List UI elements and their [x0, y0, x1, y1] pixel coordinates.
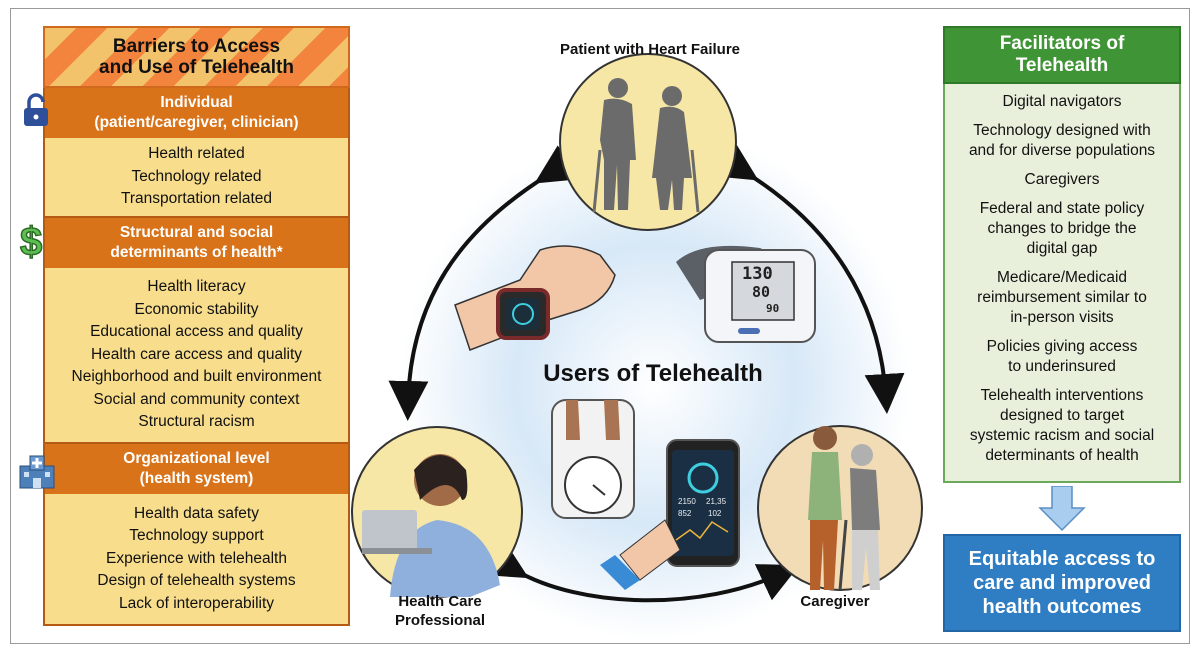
hospital-icon	[19, 455, 55, 489]
list-item: Health care access and quality	[90, 345, 303, 363]
bp-reading-systolic: 130	[742, 264, 773, 284]
list-item: Economic stability	[134, 300, 259, 318]
outcome-box: Equitable access to care and improved he…	[943, 534, 1181, 632]
barriers-title: Barriers to Access and Use of Telehealth	[43, 26, 350, 88]
list-item: Experience with telehealth	[106, 549, 287, 567]
list-item: Structural racism	[138, 413, 255, 431]
barrier-section-structural-heading: Structural and social determinants of he…	[43, 218, 350, 268]
list-item: Educational access and quality	[90, 323, 303, 341]
list-item: Health data safety	[134, 504, 259, 522]
barriers-panel: Barriers to Access and Use of Telehealth…	[43, 26, 350, 626]
list-item: Policies giving access to underinsured	[986, 338, 1138, 375]
down-arrow-icon	[1038, 486, 1086, 532]
phone-stat-calories: 852	[678, 509, 692, 518]
phone-stat-steps: 2150	[678, 497, 696, 506]
phone-stat-heart-rate: 102	[708, 509, 722, 518]
list-item: Design of telehealth systems	[97, 572, 296, 590]
arrow-patient-to-professional	[388, 145, 579, 421]
bp-monitor-illustration	[676, 245, 816, 343]
list-item: Lack of interoperability	[118, 594, 275, 612]
list-item: Social and community context	[93, 390, 300, 408]
list-item: Caregivers	[1024, 171, 1100, 188]
arrow-patient-to-caregiver	[714, 142, 905, 414]
patient-label: Patient with Heart Failure	[559, 41, 741, 58]
padlock-icon	[24, 93, 48, 126]
list-item: Transportation related	[120, 190, 273, 208]
barrier-section-structural-list: Health literacy Economic stability Educa…	[43, 268, 350, 444]
phone-stat-distance: 21,35	[706, 497, 727, 506]
bp-reading-pulse: 90	[766, 302, 780, 315]
barrier-section-organizational-list: Health data safety Technology support Ex…	[43, 494, 350, 626]
arrow-professional-to-caregiver	[484, 540, 800, 603]
caregiver-illustration	[757, 425, 923, 591]
list-item: Neighborhood and built environment	[71, 368, 322, 386]
scale-illustration	[551, 399, 635, 519]
facilitators-panel: Facilitators of Telehealth Digital navig…	[943, 26, 1181, 483]
list-item: Medicare/Medicaid reimbursement similar …	[977, 269, 1147, 326]
list-item: Technology designed with and for diverse…	[968, 122, 1156, 159]
professional-label: Health Care Professional	[394, 593, 486, 629]
barrier-section-organizational-heading: Organizational level (health system)	[43, 444, 350, 494]
patient-illustration	[559, 53, 737, 231]
list-item: Digital navigators	[1002, 93, 1122, 110]
barrier-section-individual-list: Health related Technology related Transp…	[43, 138, 350, 218]
list-item: Health literacy	[147, 278, 246, 296]
list-item: Health related	[148, 145, 245, 163]
facilitators-list: Digital navigators Technology designed w…	[943, 84, 1181, 483]
facilitators-title: Facilitators of Telehealth	[943, 26, 1181, 84]
users-of-telehealth-title: Users of Telehealth	[543, 360, 763, 387]
smartphone-illustration	[600, 439, 740, 590]
dollar-sign-icon: $	[19, 220, 43, 264]
list-item: Technology related	[131, 167, 262, 185]
barrier-section-individual-heading: Individual (patient/caregiver, clinician…	[43, 88, 350, 138]
smartwatch-illustration	[454, 245, 616, 351]
professional-illustration	[351, 426, 523, 598]
list-item: Telehealth interventions designed to tar…	[969, 387, 1155, 464]
list-item: Technology support	[129, 527, 264, 545]
list-item: Federal and state policy changes to brid…	[979, 200, 1145, 257]
caregiver-label: Caregiver	[800, 593, 870, 610]
bp-reading-diastolic: 80	[752, 283, 771, 301]
